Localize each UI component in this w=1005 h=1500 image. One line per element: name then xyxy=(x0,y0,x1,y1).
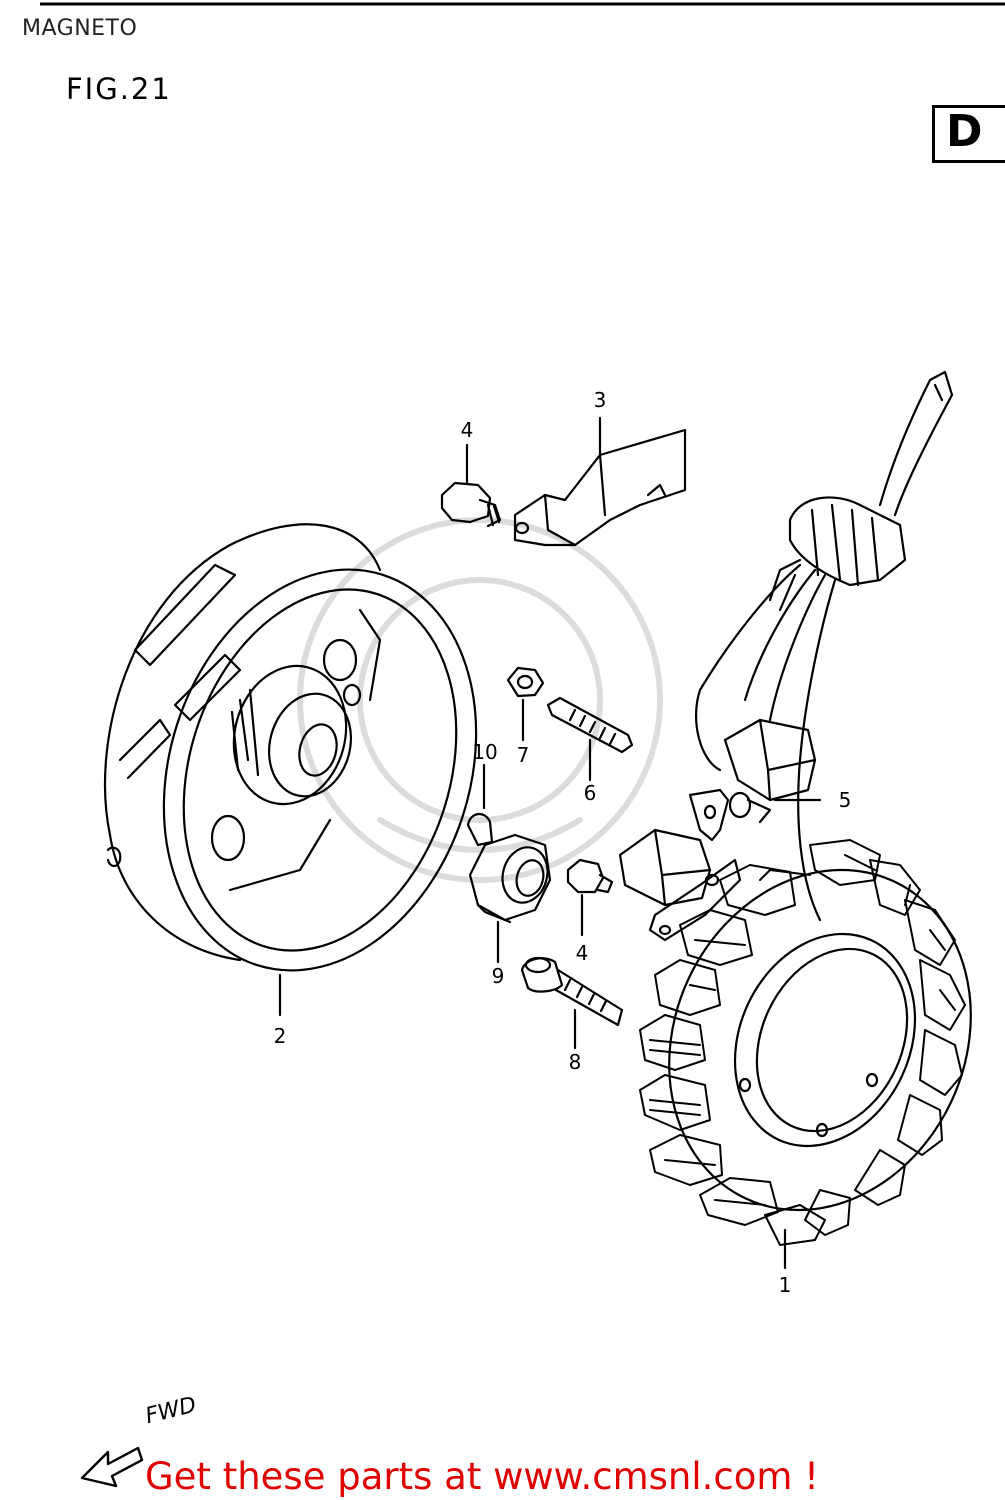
section-box xyxy=(932,105,1005,163)
promo-link[interactable]: Get these parts at www.cmsnl.com ! xyxy=(145,1455,820,1498)
callout-7: 7 xyxy=(516,743,530,767)
bolt-upper xyxy=(440,443,502,528)
callout-10: 10 xyxy=(472,740,498,764)
watermark-logo xyxy=(297,517,663,883)
callout-8: 8 xyxy=(568,1050,582,1074)
callout-9: 9 xyxy=(491,964,505,988)
page-title: MAGNETO xyxy=(22,16,138,41)
woodruff-key xyxy=(466,763,494,847)
forward-arrow-icon xyxy=(80,1446,144,1488)
pickup-coil-and-harness xyxy=(618,370,954,942)
wire-clamp-bracket xyxy=(513,416,687,547)
callout-6: 6 xyxy=(583,781,597,805)
callout-4-upper: 4 xyxy=(460,418,474,442)
stator-coil-assembly xyxy=(639,839,972,1270)
socket-bolt xyxy=(520,956,624,1050)
flange-nut xyxy=(468,833,552,964)
top-border-line xyxy=(40,2,1005,6)
nut-small xyxy=(506,666,545,742)
callout-5: 5 xyxy=(838,788,852,812)
figure-number: FIG.21 xyxy=(66,72,172,106)
stud-bolt xyxy=(546,696,634,782)
callout-3: 3 xyxy=(593,388,607,412)
section-letter: D xyxy=(946,106,983,157)
callout-1: 1 xyxy=(778,1273,792,1297)
flywheel-rotor xyxy=(103,523,478,1017)
callout-4-lower: 4 xyxy=(575,941,589,965)
callout-2: 2 xyxy=(273,1024,287,1048)
bolt-lower xyxy=(566,858,614,937)
